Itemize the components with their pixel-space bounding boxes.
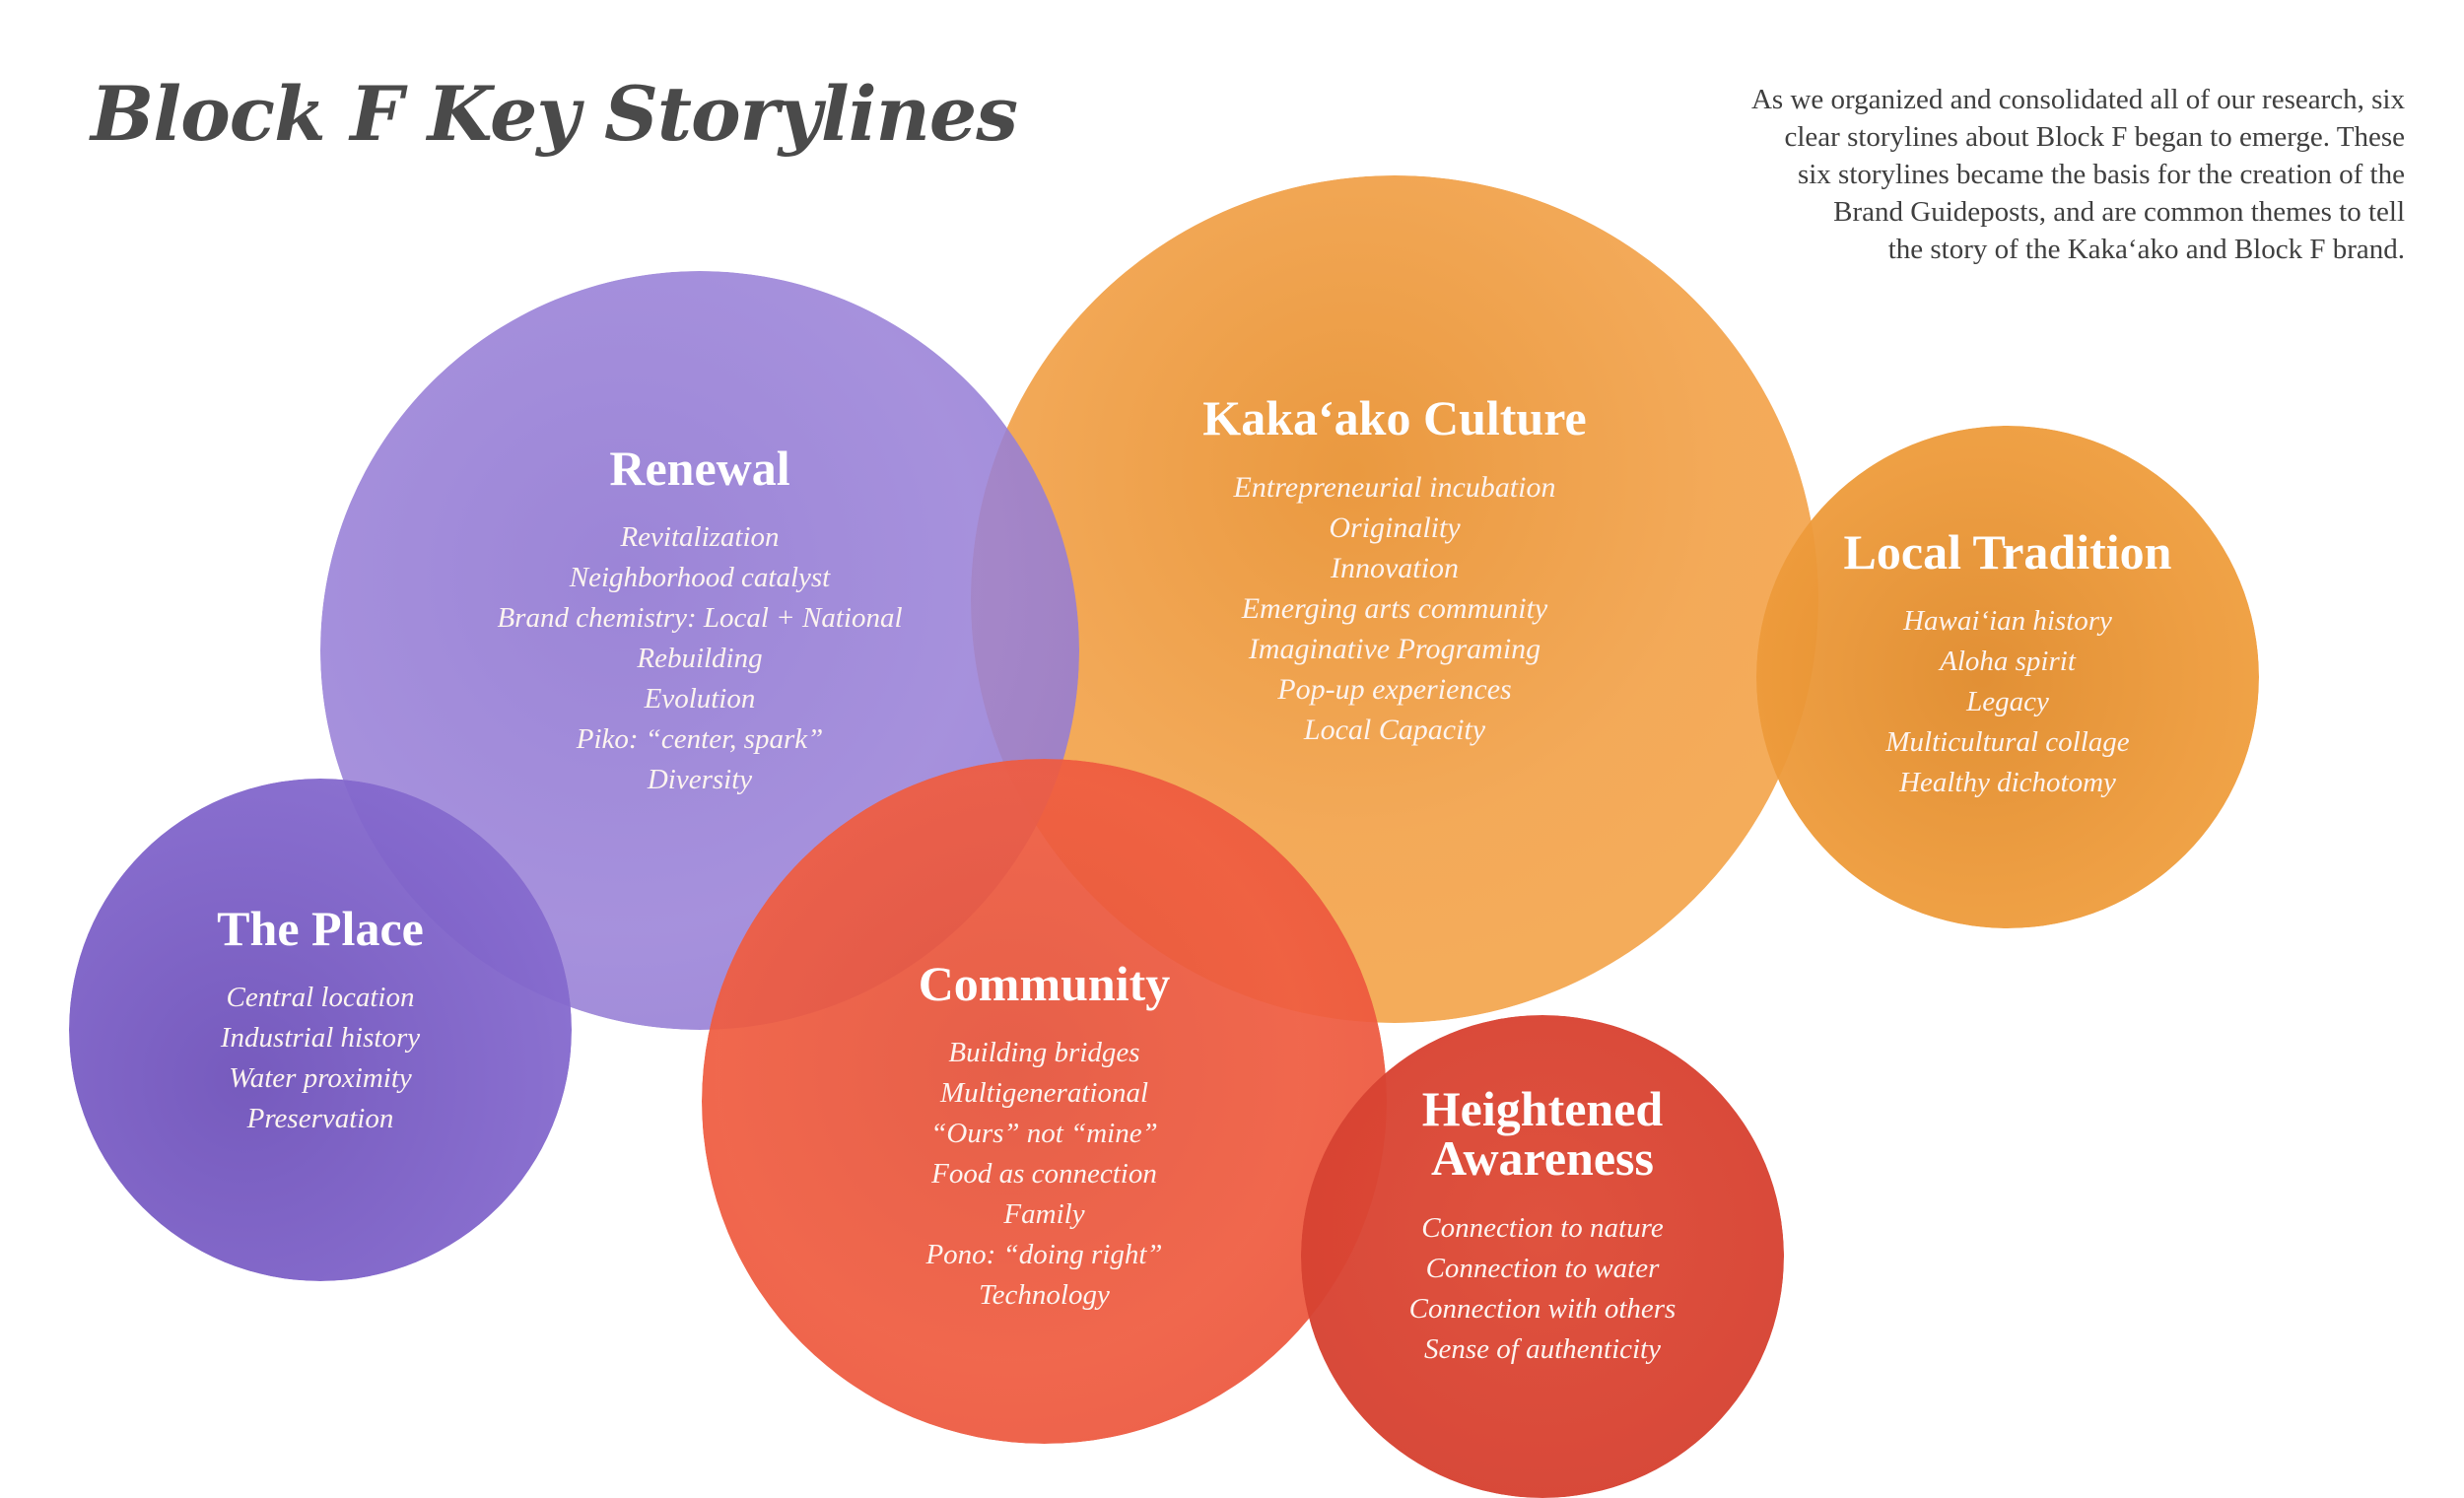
storyline-title-line: Heightened (1421, 1081, 1664, 1136)
circle-background (702, 759, 1387, 1444)
storyline-item: Industrial history (220, 1022, 421, 1054)
storyline-item: Multigenerational (939, 1077, 1149, 1109)
storyline-title-line: Awareness (1431, 1130, 1654, 1186)
intro-line: the story of the Kaka‘ako and Block F br… (1887, 234, 2405, 265)
page-title: Block F Key Storylines (91, 70, 1018, 158)
storyline-item: Imaginative Programing (1248, 633, 1541, 665)
storyline-item: Diversity (647, 764, 753, 795)
storyline-circle-community: Community Building bridges Multigenerati… (702, 759, 1387, 1444)
storyline-item: Hawai‘ian history (1903, 605, 2112, 637)
storyline-item: Neighborhood catalyst (569, 562, 831, 593)
intro-line: As we organized and consolidated all of … (1750, 84, 2405, 115)
storyline-item: Emerging arts community (1241, 592, 1548, 625)
storyline-item: Connection to nature (1421, 1212, 1664, 1244)
storyline-title: The Place (217, 901, 424, 956)
storyline-content: Community Building bridges Multigenerati… (702, 956, 1387, 1316)
storyline-items: Building bridges Multigenerational “Ours… (702, 1033, 1387, 1316)
storyline-item: Pono: “doing right” (925, 1239, 1163, 1270)
storyline-items: Central location Industrial history Wate… (69, 978, 572, 1139)
storyline-title: Kaka‘ako Culture (1202, 390, 1587, 445)
intro-line: six storylines became the basis for the … (1797, 159, 2405, 190)
storyline-item: Revitalization (620, 521, 780, 553)
storyline-circle-the-place: The Place Central location Industrial hi… (69, 779, 572, 1281)
storyline-items: Revitalization Neighborhood catalyst Bra… (320, 517, 1079, 800)
storyline-item: Piko: “center, spark” (576, 723, 824, 755)
storyline-content: The Place Central location Industrial hi… (69, 901, 572, 1139)
storyline-item: Local Capacity (1303, 714, 1486, 746)
storyline-item: Connection with others (1408, 1293, 1677, 1325)
storyline-title: Local Tradition (1843, 524, 2172, 579)
storyline-item: Innovation (1331, 552, 1459, 584)
circle-background (69, 779, 572, 1281)
storyline-item: Family (1003, 1198, 1085, 1230)
storyline-title: Heightened Awareness (1301, 1084, 1784, 1183)
storyline-item: Central location (226, 982, 415, 1013)
storyline-item: Aloha spirit (1940, 646, 2076, 677)
intro-paragraph: As we organized and consolidated all of … (1597, 81, 2405, 268)
storyline-item: Rebuilding (637, 643, 763, 674)
storyline-items: Hawai‘ian history Aloha spirit Legacy Mu… (1756, 601, 2259, 803)
storyline-item: Sense of authenticity (1424, 1333, 1661, 1365)
storyline-items: Connection to nature Connection to water… (1301, 1208, 1784, 1370)
storyline-item: Evolution (644, 683, 756, 715)
intro-line: Brand Guideposts, and are common themes … (1833, 196, 2405, 228)
storyline-item: Originality (1329, 511, 1461, 544)
circle-background (1301, 1015, 1784, 1498)
intro-line: clear storylines about Block F began to … (1784, 121, 2405, 153)
storyline-item: Entrepreneurial incubation (1233, 471, 1556, 504)
storyline-content: Heightened Awareness Connection to natur… (1301, 1084, 1784, 1370)
storyline-items: Entrepreneurial incubation Originality I… (971, 467, 1818, 750)
storyline-item: Water proximity (229, 1062, 412, 1094)
circle-background (1756, 426, 2259, 928)
storyline-title: Renewal (609, 441, 790, 496)
storyline-item: Legacy (1966, 686, 2049, 717)
storyline-item: Technology (979, 1279, 1110, 1311)
storyline-item: Multicultural collage (1885, 726, 2130, 758)
storyline-content: Renewal Revitalization Neighborhood cata… (320, 441, 1079, 800)
storyline-circle-heightened-awareness: Heightened Awareness Connection to natur… (1301, 1015, 1784, 1498)
storyline-content: Kaka‘ako Culture Entrepreneurial incubat… (971, 390, 1818, 750)
storyline-item: Food as connection (931, 1158, 1157, 1190)
storyline-item: “Ours” not “mine” (930, 1118, 1158, 1149)
storyline-item: Pop-up experiences (1277, 673, 1512, 706)
storyline-circle-local-tradition: Local Tradition Hawai‘ian history Aloha … (1756, 426, 2259, 928)
storyline-item: Preservation (246, 1103, 394, 1134)
storyline-item: Building bridges (948, 1037, 1140, 1068)
storyline-content: Local Tradition Hawai‘ian history Aloha … (1756, 524, 2259, 803)
storyline-item: Healthy dichotomy (1899, 767, 2116, 798)
storyline-title: Community (918, 956, 1171, 1011)
storyline-item: Connection to water (1425, 1253, 1660, 1284)
storyline-item: Brand chemistry: Local + National (497, 602, 903, 634)
